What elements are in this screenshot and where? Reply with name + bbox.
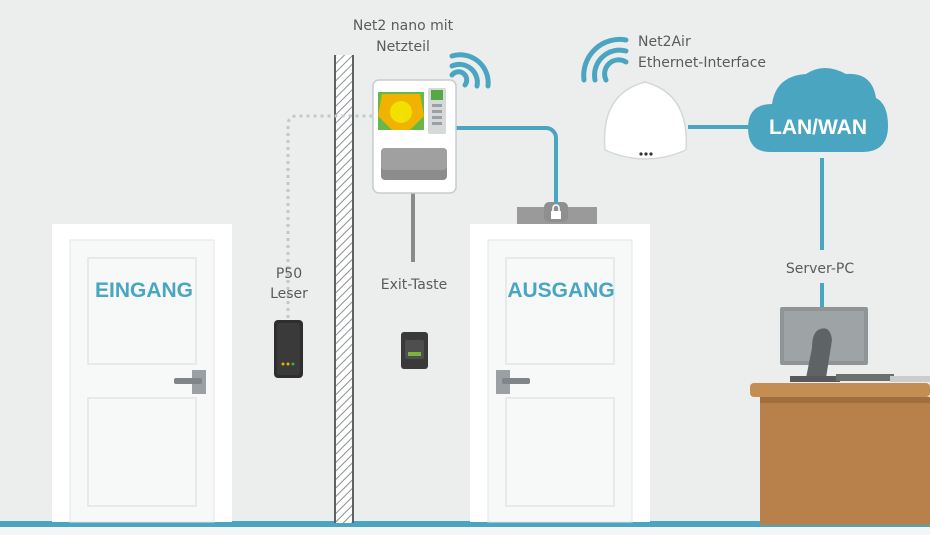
net2-nano-controller (372, 79, 457, 194)
lock-unit (517, 202, 597, 224)
net2air-label-line2: Ethernet-Interface (638, 55, 766, 71)
door-handle[interactable] (496, 370, 530, 394)
controller-label-line2: Netzteil (376, 39, 430, 55)
desk (750, 383, 930, 525)
lock-icon (551, 204, 561, 219)
entry-door-label: EINGANG (95, 279, 193, 302)
reader-label-line1: P50 (276, 266, 302, 282)
wall (334, 55, 354, 523)
net2air-label-line1: Net2Air (638, 34, 691, 50)
entry-door: EINGANG (52, 224, 232, 523)
net2air-interface (603, 81, 688, 160)
wifi-icon (449, 52, 491, 89)
p50-reader (274, 320, 303, 378)
exit-button[interactable] (401, 332, 428, 369)
controller-label-line1: Net2 nano mit (353, 18, 454, 34)
wifi-icon (581, 36, 629, 83)
exit-door: AUSGANG (470, 224, 650, 523)
cloud-label: LAN/WAN (769, 116, 867, 139)
floor-line (0, 521, 930, 527)
server-pc (780, 307, 930, 382)
door-handle[interactable] (174, 370, 206, 394)
exit-door-label: AUSGANG (507, 279, 614, 302)
floor-base (0, 527, 930, 535)
lock-cable (455, 126, 558, 204)
cloud-icon (748, 68, 888, 152)
exit-button-label: Exit-Taste (381, 277, 448, 293)
server-label: Server-PC (786, 261, 855, 277)
reader-label-line2: Leser (270, 286, 308, 302)
